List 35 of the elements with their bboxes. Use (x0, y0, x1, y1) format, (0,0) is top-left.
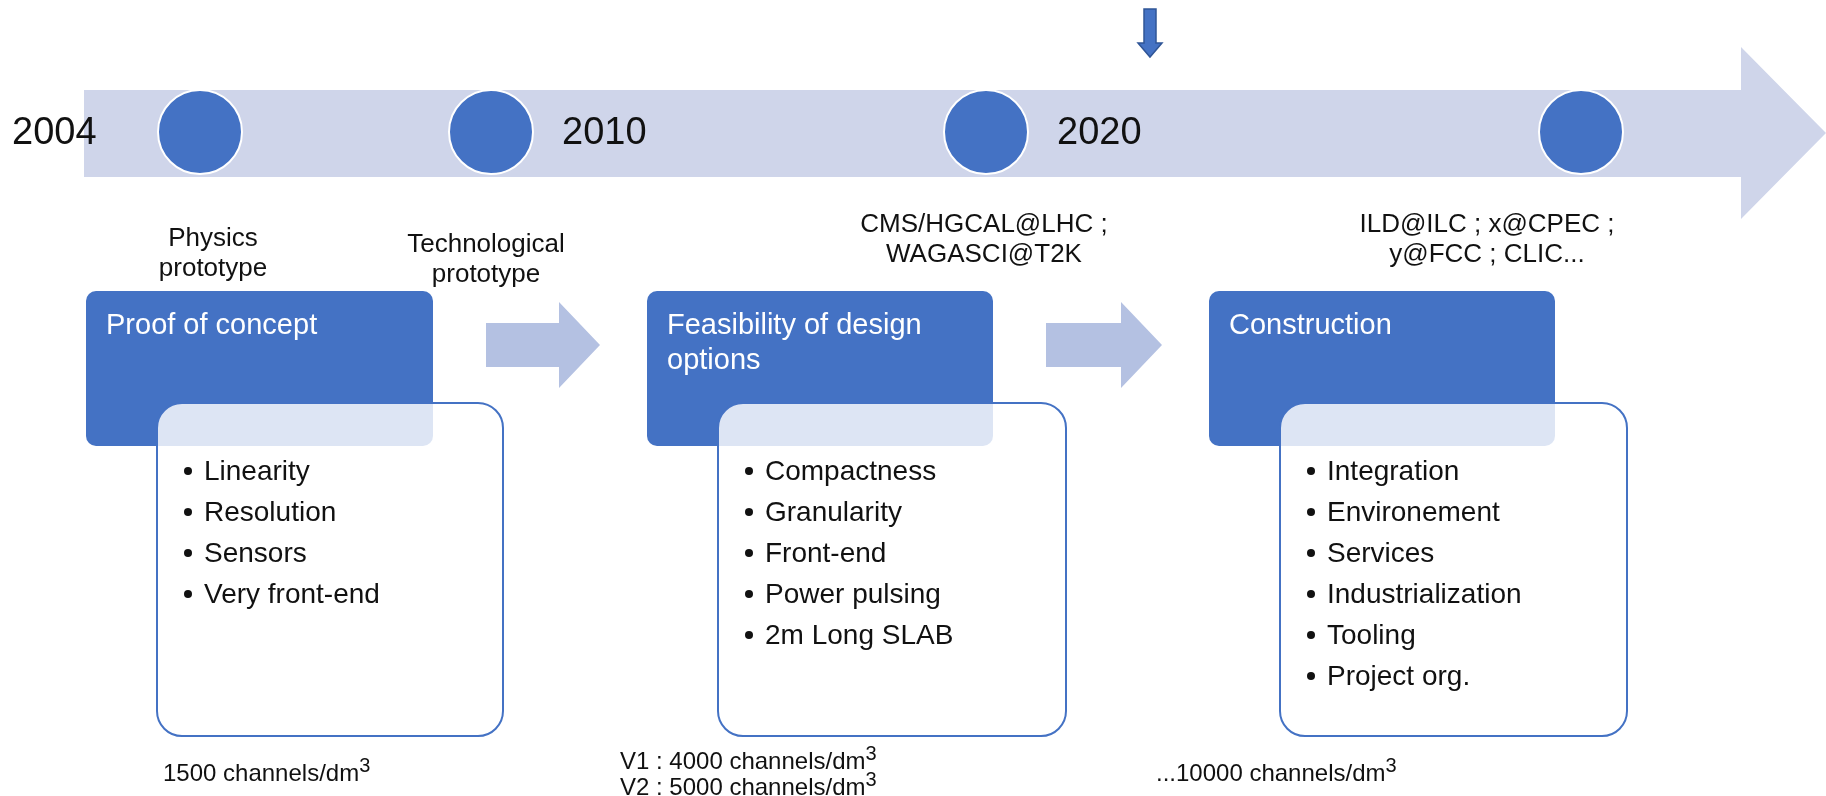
bullet-item: Power pulsing (765, 578, 941, 609)
stage-title: Feasibility of design options (667, 308, 922, 375)
year-label: 2004 (12, 109, 97, 153)
prototype-label: ILD@ILC ; x@CPEC ; y@FCC ; CLIC... (1358, 208, 1616, 268)
stage-title: Proof of concept (106, 308, 318, 340)
bullet-item: Granularity (765, 496, 902, 527)
arrow (1136, 8, 1164, 59)
bullet-item: Services (1327, 537, 1435, 568)
bullet-item: Project org. (1327, 660, 1471, 691)
bullet-list-card (1279, 402, 1628, 737)
bullet-item: Industrialization (1327, 578, 1522, 609)
channel-density-note: 1500 channels/dm$^{3}$ (163, 753, 371, 786)
channel-density-note: V2 : 5000 channels/dm$^{3}$ (620, 768, 877, 796)
bullet-item: Front-end (765, 537, 887, 568)
bullet-list-card (156, 402, 504, 737)
milestone-circle (1538, 89, 1624, 175)
bullet-item: Environement (1327, 496, 1500, 527)
bullet-item: Compactness (765, 455, 937, 486)
prototype-label: Technological prototype (406, 228, 566, 288)
bullet-item: Resolution (204, 496, 337, 527)
stage-title: Construction (1229, 308, 1392, 340)
prototype-label: Physics prototype (157, 222, 269, 282)
channel-density-note: ...10000 channels/dm$^{3}$ (1156, 753, 1397, 786)
bullet-item: Linearity (204, 455, 310, 486)
year-label: 2010 (562, 109, 647, 153)
bullet-item: Very front-end (204, 578, 380, 609)
bullet-item: Tooling (1327, 619, 1416, 650)
bullet-item: Integration (1327, 455, 1460, 486)
bullet-item: 2m Long SLAB (765, 619, 954, 650)
arrow (1046, 302, 1162, 388)
year-label: 2020 (1057, 109, 1142, 153)
prototype-label: CMS/HGCAL@LHC ; WAGASCI@T2K (859, 208, 1109, 268)
bullet-list-card (717, 402, 1067, 737)
arrow (486, 302, 600, 388)
bullet-item: Sensors (204, 537, 307, 568)
